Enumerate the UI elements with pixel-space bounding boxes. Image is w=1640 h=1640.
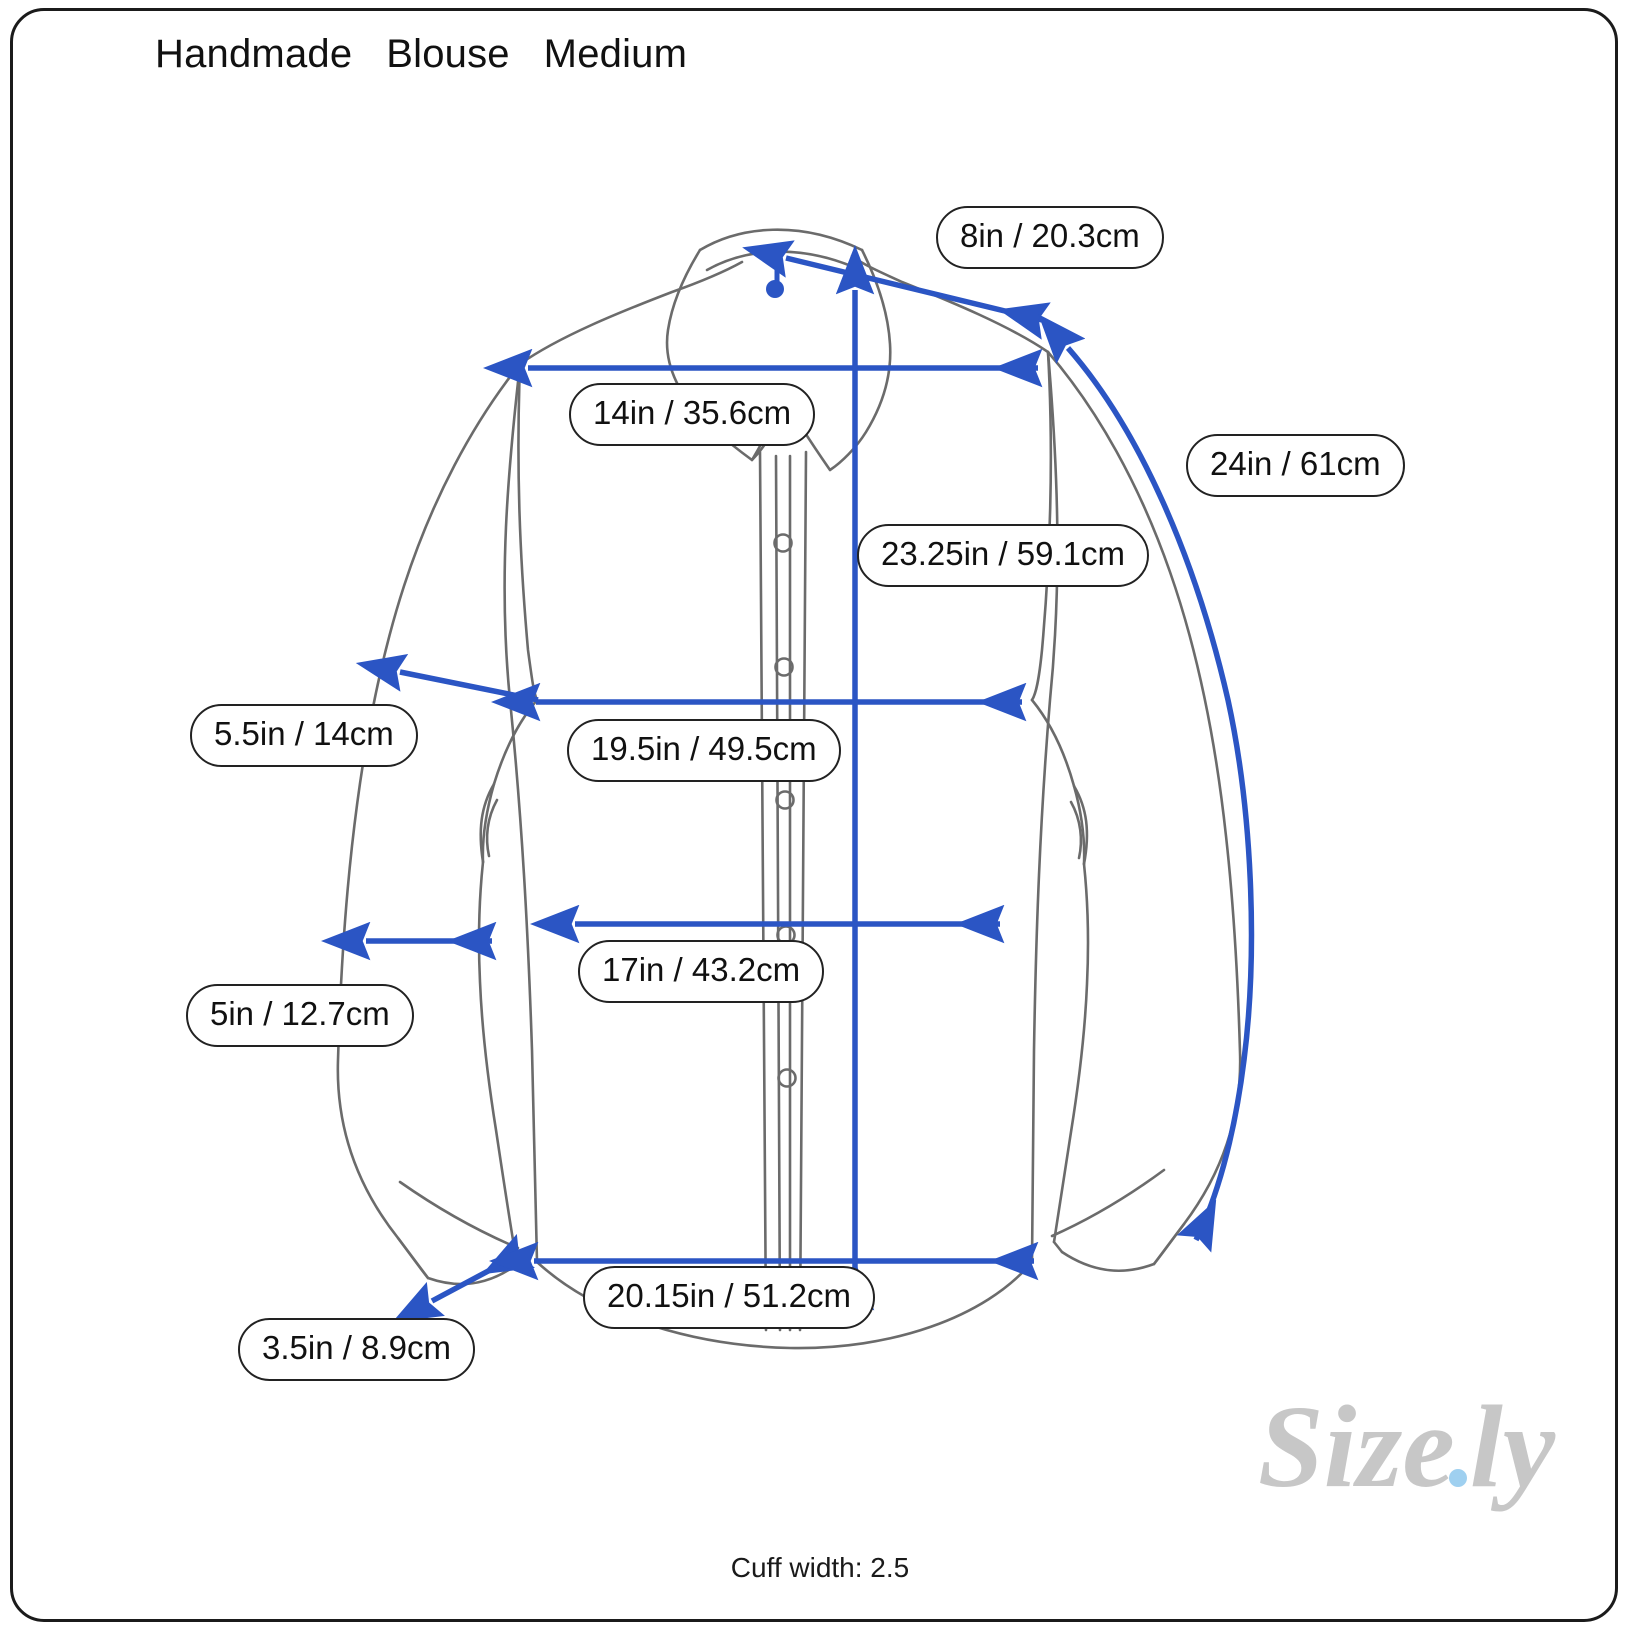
- label-waist-width: 17in / 43.2cm: [578, 940, 825, 1003]
- label-body-length: 23.25in / 59.1cm: [857, 524, 1149, 587]
- label-cuff-width: 3.5in / 8.9cm: [238, 1318, 475, 1381]
- measurement-arrows: [320, 240, 1255, 1323]
- label-bicep-width: 5.5in / 14cm: [190, 704, 418, 767]
- footer-note: Cuff width: 2.5: [730, 1552, 910, 1583]
- label-chest-width: 19.5in / 49.5cm: [567, 719, 841, 782]
- svg-text:ly: ly: [1470, 1382, 1556, 1512]
- sizely-logo: Size ly: [1258, 1382, 1588, 1542]
- label-forearm-width: 5in / 12.7cm: [186, 984, 414, 1047]
- arrow-sleeve-length: [1038, 314, 1255, 1253]
- arrow-bicep-width: [355, 654, 539, 703]
- arrow-shoulder-seam: [742, 240, 1051, 340]
- arrow-cuff-width: [392, 1233, 535, 1323]
- svg-text:Size: Size: [1258, 1382, 1455, 1512]
- label-shoulder-seam: 8in / 20.3cm: [936, 206, 1164, 269]
- label-shoulder-width: 14in / 35.6cm: [569, 383, 816, 446]
- page-title: Handmade Blouse Medium: [155, 32, 688, 76]
- label-sleeve-length: 24in / 61cm: [1186, 434, 1405, 497]
- label-hem-width: 20.15in / 51.2cm: [583, 1266, 875, 1329]
